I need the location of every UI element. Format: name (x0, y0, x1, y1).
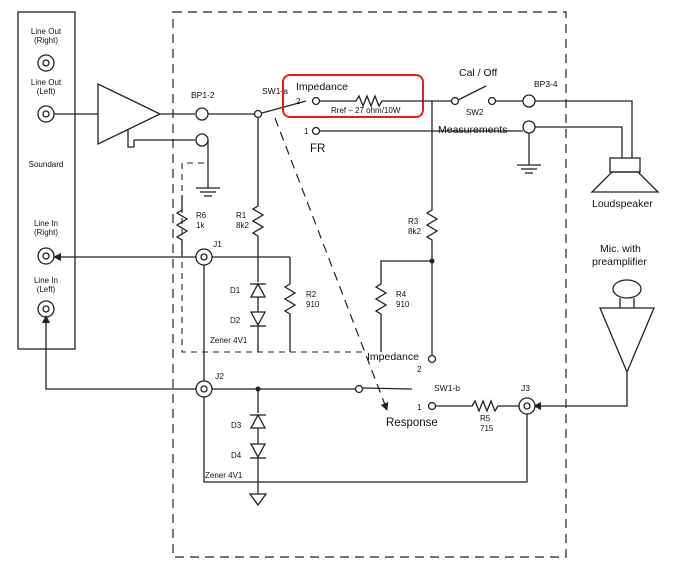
r1-label-2: 8k2 (236, 221, 249, 230)
impedance-top-label: Impedance (296, 81, 348, 93)
sw2-terminal-left (450, 96, 460, 106)
line-out-left-jack (37, 105, 55, 123)
sw1a-pos2-terminal (311, 96, 321, 106)
r5-label-2: 715 (480, 424, 494, 433)
line-in-left-jack (37, 300, 55, 318)
d3-label: D3 (231, 421, 242, 430)
bp3-4-label: BP3-4 (534, 79, 558, 89)
r2-label-1: R2 (306, 290, 317, 299)
mic-label-2: preamplifier (592, 256, 647, 268)
j1-label: J1 (213, 239, 222, 249)
r3-label-2: 8k2 (408, 227, 421, 236)
line-out-left-label-1: Line Out (31, 78, 62, 87)
r3-label-1: R3 (408, 217, 419, 226)
sw2-label: SW2 (466, 108, 484, 117)
ground-bp3 (517, 133, 541, 174)
sub-box-outline (181, 162, 366, 353)
sw2-terminal-right (487, 96, 497, 106)
sw2-lever (457, 85, 487, 101)
r4-label-2: 910 (396, 300, 410, 309)
sw1a-label: SW1-a (262, 86, 288, 96)
r5-label-1: R5 (480, 414, 491, 423)
r4-resistor (374, 260, 432, 352)
sw1a-common-terminal (253, 109, 263, 119)
bp3-4-posts: BP3-4 (522, 79, 558, 134)
r2-resistor (283, 257, 297, 352)
r4-label-1: R4 (396, 290, 407, 299)
line-out-right-label-2: (Right) (34, 36, 58, 45)
sw1b-lever (362, 387, 413, 390)
mic-to-j3-wire (533, 372, 628, 410)
bp1-2-label: BP1-2 (191, 90, 215, 100)
j2-label: J2 (215, 371, 224, 381)
bp1-2-posts: BP1-2 (191, 90, 215, 147)
fr-label: FR (310, 143, 325, 155)
loudspeaker-label: Loudspeaker (592, 198, 653, 210)
r6-label-2: 1k (196, 221, 205, 230)
mic-label-1: Mic. with (600, 243, 641, 255)
rref-label: Rref – 27 ohm/10W (331, 106, 401, 115)
j2-jack (195, 380, 213, 398)
microphone-icon (599, 279, 655, 374)
impedance-bottom-label: Impedance (367, 351, 419, 363)
sw1b-pos1-label: 1 (417, 403, 422, 412)
r2-label-2: 910 (306, 300, 320, 309)
sw1a-pos1-label: 1 (304, 127, 309, 136)
loudspeaker-icon (590, 157, 660, 193)
soundcard-box: Line Out (Right) Line Out (Left) Soundar… (17, 11, 76, 350)
sw1b-pos2-label: 2 (417, 365, 422, 374)
d1-d2-diodes (249, 257, 267, 352)
r6-label-1: R6 (196, 211, 207, 220)
line-in-right-label-2: (Right) (34, 228, 58, 237)
zener2-label: Zener 4V1 (205, 471, 243, 480)
r1-label-1: R1 (236, 211, 247, 220)
cal-off-label: Cal / Off (459, 67, 497, 79)
zener1-label: Zener 4V1 (210, 336, 248, 345)
line-in-right-jack (37, 247, 55, 265)
sw1b-pos1-terminal (427, 401, 437, 411)
sw1b-pos2-terminal (427, 354, 437, 364)
d4-label: D4 (231, 451, 242, 460)
line-out-left-label-2: (Left) (37, 87, 56, 96)
r6-resistor (175, 195, 189, 255)
r1-resistor (251, 118, 265, 257)
line-in-left-label-1: Line In (34, 276, 58, 285)
sw1b-label: SW1-b (434, 383, 460, 393)
sw1b-common-terminal (354, 384, 364, 394)
j2-to-linein-left-wire (42, 315, 196, 390)
measurement-box-outline (172, 11, 567, 558)
j3-label: J3 (521, 383, 530, 393)
measurements-label: Measurements (438, 124, 507, 136)
ground-bp1 (196, 140, 220, 197)
response-label: Response (386, 417, 438, 429)
line-in-left-label-2: (Left) (37, 285, 56, 294)
sw1-mechanical-link (274, 117, 389, 411)
j1-jack (195, 248, 213, 266)
d3-d4-diodes (248, 386, 268, 507)
line-in-right-label-1: Line In (34, 219, 58, 228)
r3-resistor (425, 101, 439, 261)
line-out-right-jack (37, 54, 55, 72)
d2-label: D2 (230, 316, 241, 325)
sw1a-pos2-label: 2 (296, 97, 301, 106)
amplifier-triangle (54, 82, 195, 148)
line-out-right-label-1: Line Out (31, 27, 62, 36)
r5-resistor (436, 399, 519, 413)
d1-label: D1 (230, 286, 241, 295)
soundcard-title: Soundard (29, 160, 64, 169)
rref-resistor (320, 94, 451, 108)
impedance-highlight-box (282, 74, 424, 118)
j3-jack (518, 397, 536, 415)
sw1a-pos1-terminal (311, 126, 321, 136)
